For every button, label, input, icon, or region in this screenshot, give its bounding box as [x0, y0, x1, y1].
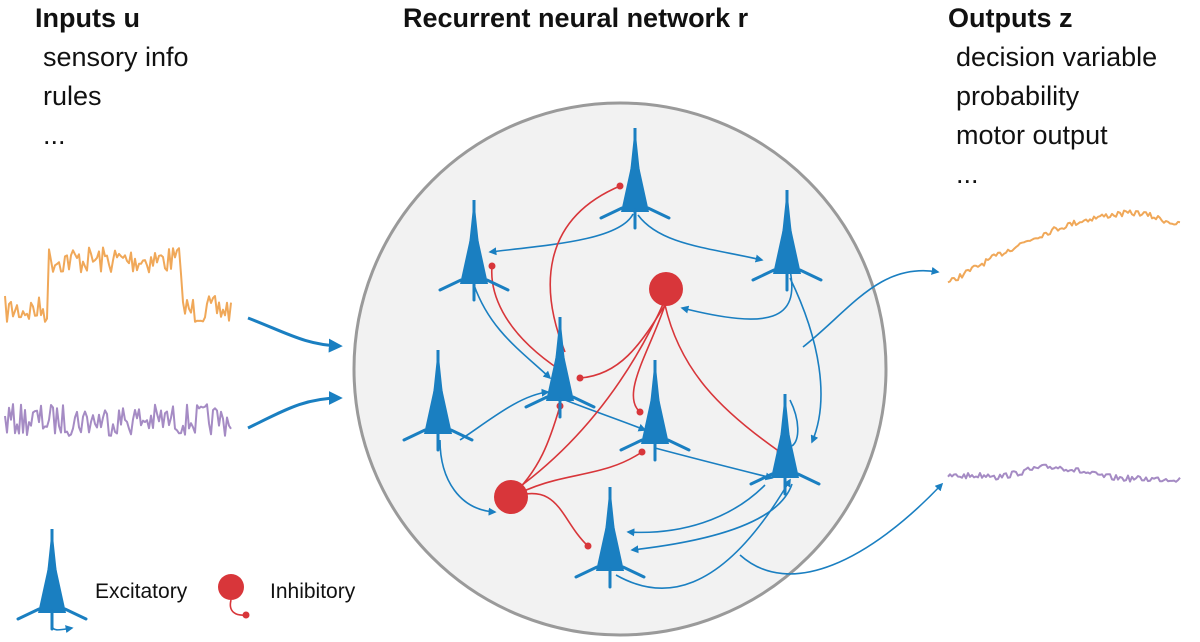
- input-trace-orange: [4, 246, 232, 323]
- excitatory-legend-label: Excitatory: [95, 580, 188, 603]
- inhibitory-neuron: [494, 480, 528, 514]
- inputs-heading: Inputs u: [35, 3, 140, 33]
- input-item: sensory info: [43, 42, 189, 72]
- input-arrow-1: [247, 316, 343, 353]
- inhibitory-neuron: [649, 272, 683, 306]
- output-item: probability: [956, 81, 1080, 111]
- inhibitory-legend-label: Inhibitory: [270, 580, 356, 603]
- output-trace-purple: [947, 463, 1181, 483]
- excitatory-connections: [439, 213, 822, 590]
- outputs-heading: Outputs z: [948, 3, 1072, 33]
- output-arrow-1: [802, 266, 940, 348]
- excitatory-legend-icon: [16, 527, 88, 631]
- input-arrow-2: [247, 391, 343, 430]
- legend: Excitatory Inhibitory: [16, 527, 356, 633]
- input-item: rules: [43, 81, 102, 111]
- network-heading: Recurrent neural network r: [403, 3, 749, 33]
- output-arrow-2: [739, 482, 944, 575]
- network-boundary: [352, 101, 888, 637]
- inhibitory-legend-icon: [218, 574, 244, 600]
- input-trace-purple: [4, 403, 232, 437]
- output-item: ...: [956, 159, 979, 189]
- input-item: ...: [43, 120, 66, 150]
- output-item: motor output: [956, 120, 1108, 150]
- output-item: decision variable: [956, 42, 1157, 72]
- output-trace-orange: [947, 209, 1181, 284]
- inhibitory-connections: [488, 182, 784, 550]
